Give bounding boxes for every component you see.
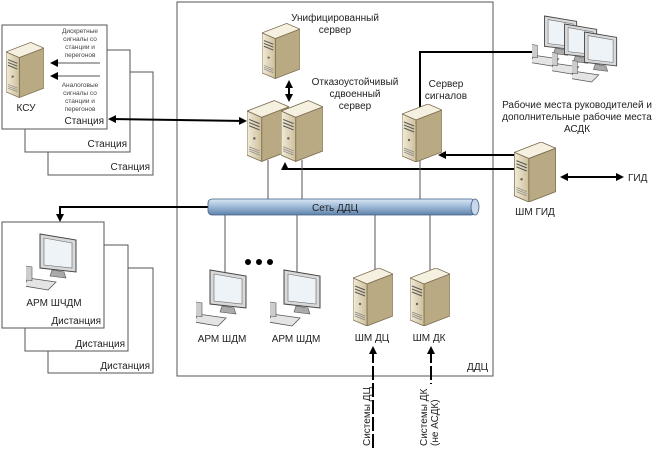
analog-signals-label: Аналоговые сигналы со станции и перегоно…	[62, 82, 99, 113]
svg-text:Отказоустойчивый: Отказоустойчивый	[312, 77, 399, 88]
ddc-network-bus: Сеть ДДЦ	[207, 198, 480, 216]
ksu-server-icon	[6, 42, 44, 98]
signal-server-workstations-link	[419, 51, 532, 108]
failsafe-server-b-icon	[281, 100, 323, 162]
station-label-3: Станция	[110, 162, 150, 173]
distance-label-2: Дистанция	[75, 339, 125, 350]
svg-text:Сервер: Сервер	[429, 79, 464, 90]
shm-gid-server-icon	[514, 142, 556, 202]
shm-dk-label: ШМ ДК	[413, 333, 446, 344]
svg-text:АСДК: АСДК	[564, 124, 590, 135]
distance-label-3: Дистанция	[100, 361, 150, 372]
distance-stack: Дистанция Дистанция Дистанция АРМ ШЧДМ	[1, 221, 154, 374]
station-label-2: Станция	[87, 139, 127, 150]
svg-text:Унифицированный: Унифицированный	[291, 12, 379, 24]
unified-server-icon	[262, 22, 300, 80]
workstations-label: Рабочие места руководителей и дополнител…	[502, 99, 652, 135]
dk-systems-label-2: (не АСДК)	[430, 399, 441, 446]
svg-text:сервер: сервер	[319, 25, 352, 36]
svg-text:Аналоговые: Аналоговые	[62, 82, 99, 89]
gid-failsafe-link	[281, 162, 515, 170]
svg-text:дополнительные рабочие места: дополнительные рабочие места	[502, 111, 652, 123]
ksu-label: КСУ	[17, 103, 37, 114]
station-link-arrow	[108, 115, 247, 125]
failsafe-server-label: Отказоустойчивый сдвоенный сервер	[312, 77, 399, 112]
svg-text:сдвоенный: сдвоенный	[330, 89, 381, 100]
signal-server-label: Сервер сигналов	[425, 79, 467, 102]
arm-shdm-2-label: АРМ ШДМ	[272, 334, 321, 345]
network-label: Сеть ДДЦ	[312, 203, 359, 214]
svg-text:перегонов: перегонов	[65, 106, 96, 113]
ellipsis-dots	[245, 259, 273, 265]
distance-label-1: Дистанция	[51, 316, 101, 327]
svg-text:перегонов: перегонов	[65, 52, 96, 59]
svg-text:сигналов: сигналов	[425, 91, 467, 102]
svg-text:сигналы со: сигналы со	[63, 36, 97, 43]
discrete-signals-label: Дискретные сигналы со станции и перегоно…	[62, 28, 98, 59]
ddc-label: ДДЦ	[467, 362, 489, 373]
signal-server-icon	[402, 104, 442, 162]
station-stack: Станция Станция Станция КСУ Дискретные с…	[1, 24, 154, 176]
svg-text:Дискретные: Дискретные	[62, 28, 98, 35]
unified-server-label: Унифицированный сервер	[291, 12, 379, 36]
network-distance-link	[56, 206, 208, 222]
svg-text:Рабочие места руководителей и: Рабочие места руководителей и	[502, 99, 652, 111]
shm-dk-server-icon	[410, 268, 450, 326]
shm-gid-label: ШМ ГИД	[515, 207, 555, 218]
svg-text:сервер: сервер	[339, 101, 372, 112]
arm-shchdm-label: АРМ ШЧДМ	[26, 298, 81, 309]
station-label-1: Станция	[64, 116, 104, 127]
dc-systems-label: Системы ДЦ	[362, 387, 373, 446]
shm-dc-label: ШМ ДЦ	[355, 333, 390, 344]
dk-systems-label-1: Системы ДК	[419, 389, 430, 446]
workstations-icon	[532, 15, 618, 83]
svg-text:станции и: станции и	[65, 44, 95, 51]
shm-dc-server-icon	[353, 268, 393, 326]
gid-label: ГИД	[628, 173, 648, 184]
svg-text:сигналы со: сигналы со	[63, 90, 97, 97]
svg-text:станции и: станции и	[65, 98, 95, 105]
arm-shdm-1-label: АРМ ШДМ	[198, 334, 247, 345]
